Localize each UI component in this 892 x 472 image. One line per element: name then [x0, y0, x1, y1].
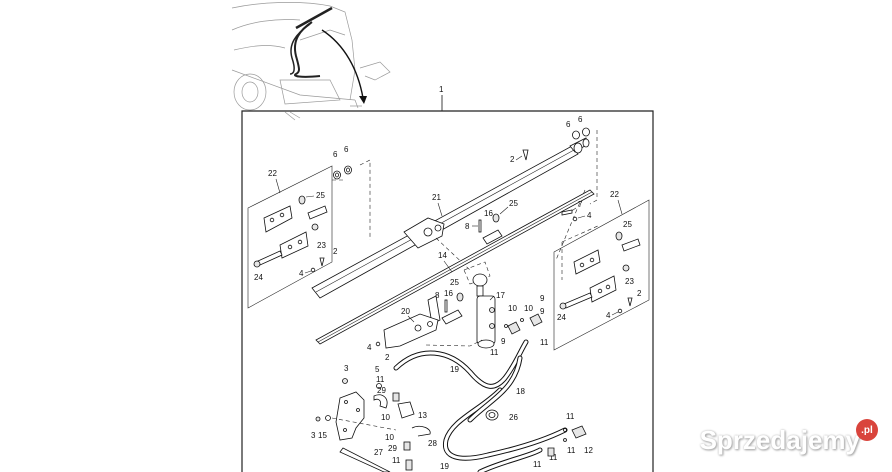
callout-10: 10 [385, 433, 394, 442]
callout-11: 11 [490, 348, 499, 357]
clamp-and-fittings: 26 11 12 11 11 11 [485, 409, 593, 469]
callout-2: 2 [510, 155, 515, 164]
arrow-head-icon [359, 96, 367, 104]
watermark-logo: Sprzedajemy .pl [699, 419, 878, 456]
left-panel-22 [247, 165, 333, 309]
callout-11: 11 [392, 456, 401, 465]
callout-2: 2 [385, 353, 390, 362]
callout-9: 9 [540, 307, 545, 316]
callout-11: 11 [376, 375, 385, 384]
callout-15: 15 [318, 431, 327, 440]
callout-7: 7 [578, 200, 583, 209]
callout-21: 21 [432, 193, 441, 202]
callout-9: 9 [501, 337, 506, 346]
callout-3: 3 [344, 364, 349, 373]
callout-6: 6 [566, 120, 571, 129]
callout-16: 16 [444, 289, 453, 298]
callout-28: 28 [428, 439, 437, 448]
callout-24: 24 [557, 313, 566, 322]
assembly-frame [241, 110, 654, 472]
callout-6: 6 [578, 115, 583, 124]
callout-22: 22 [268, 169, 277, 178]
callout-25: 25 [509, 199, 518, 208]
callout-10: 10 [508, 304, 517, 313]
callout-2: 2 [333, 247, 338, 256]
callout-25: 25 [316, 191, 325, 200]
callout-25: 25 [450, 278, 459, 287]
callout-4: 4 [299, 269, 304, 278]
callout-4: 4 [367, 343, 372, 352]
callout-1: 1 [439, 85, 444, 94]
valve-assembly: 3 5 11 29 13 10 28 10 29 11 3 15 27 [311, 364, 437, 472]
callout-6: 6 [333, 150, 338, 159]
callout-19: 19 [440, 462, 449, 471]
callout-23: 23 [317, 241, 326, 250]
watermark-badge: .pl [856, 419, 878, 441]
right-panel-22 [553, 199, 650, 351]
cylinder-assembly: 17 25 8 16 20 4 2 10 10 9 9 11 11 9 [367, 261, 549, 362]
callout-22: 22 [610, 190, 619, 199]
callout-27: 27 [374, 448, 383, 457]
watermark-text: Sprzedajemy [699, 425, 860, 455]
lower-rail: 14 7 4 [315, 189, 595, 345]
callout-29: 29 [388, 444, 397, 453]
callout-12: 12 [584, 446, 593, 455]
callout-3: 3 [311, 431, 316, 440]
callout-18: 18 [516, 387, 525, 396]
location-arrow [321, 29, 364, 99]
callout-19: 19 [450, 365, 459, 374]
callout-13: 13 [418, 411, 427, 420]
callout-10: 10 [524, 304, 533, 313]
callout-16: 16 [484, 209, 493, 218]
right-subassembly: 22 25 23 2 24 4 [553, 190, 650, 351]
callout-23: 23 [625, 277, 634, 286]
callout-25: 25 [623, 220, 632, 229]
callout-11: 11 [540, 338, 549, 347]
callout-9: 9 [540, 294, 545, 303]
overview-sketch [231, 2, 391, 121]
callout-14: 14 [438, 251, 447, 260]
callout-5: 5 [375, 365, 380, 374]
callout-11: 11 [567, 446, 576, 455]
callout-8: 8 [465, 222, 470, 231]
callout-26: 26 [509, 413, 518, 422]
callout-6: 6 [344, 145, 349, 154]
callout-8: 8 [435, 291, 440, 300]
callout-11: 11 [533, 460, 542, 469]
callout-17: 17 [496, 291, 505, 300]
callout-11: 11 [566, 412, 575, 421]
hydraulic-hoses: 19 18 19 [393, 339, 568, 472]
callout-20: 20 [401, 307, 410, 316]
callout-24: 24 [254, 273, 263, 282]
callout-29: 29 [377, 386, 386, 395]
callout-10: 10 [381, 413, 390, 422]
callout-11: 11 [549, 453, 558, 462]
callout-4: 4 [587, 211, 592, 220]
callout-2: 2 [637, 289, 642, 298]
callout-4: 4 [606, 311, 611, 320]
left-subassembly: 22 6 6 25 23 2 24 4 [247, 145, 371, 309]
main-beam: 6 6 2 21 8 16 25 [311, 115, 598, 299]
